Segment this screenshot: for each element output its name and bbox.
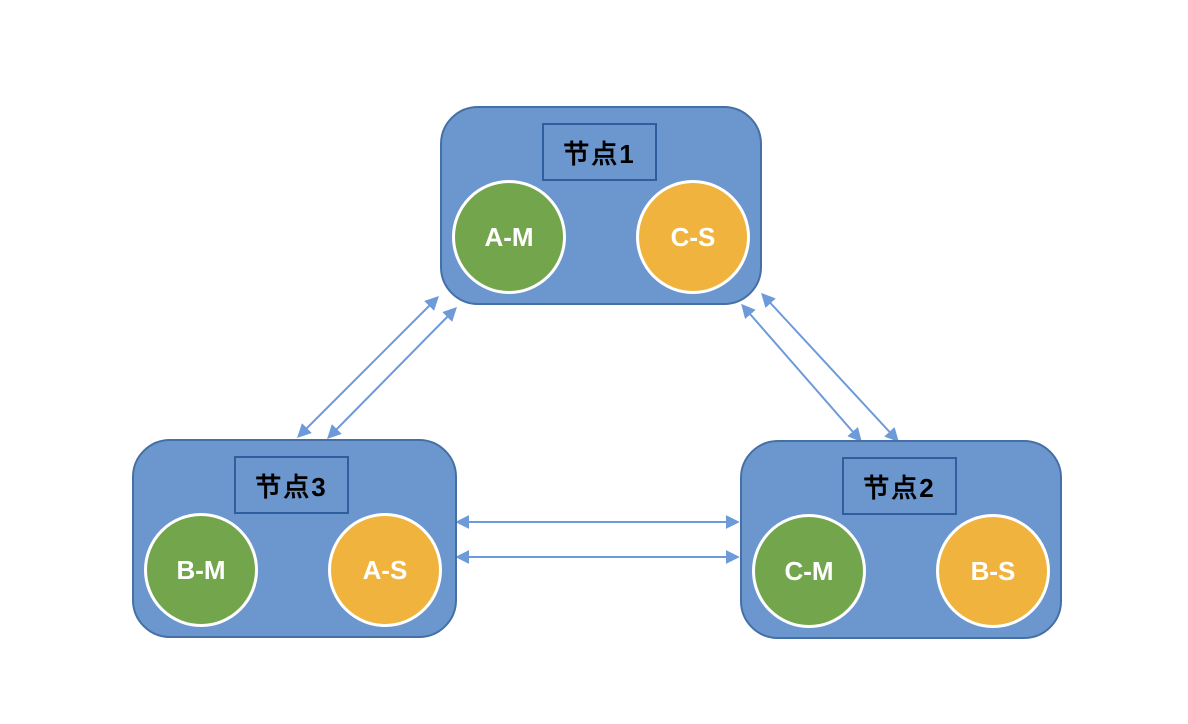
connection-node1-node2-line-a — [741, 303, 862, 443]
node-3-circle-master-label: B-M — [176, 554, 226, 585]
connection-node1-node3-line-b — [327, 307, 457, 439]
node-1-circle-slave-label: C-S — [670, 221, 716, 252]
node-2-circle-master-label: C-M — [784, 555, 834, 586]
node-1-label: 节点1 — [563, 138, 636, 169]
node-1-circle-slave: C-S — [636, 180, 750, 294]
node-1-circle-master-label: A-M — [484, 221, 534, 252]
node-1-circle-master: A-M — [452, 180, 566, 294]
connection-node1-node2-line-b — [761, 292, 899, 443]
node-3-label: 节点3 — [255, 471, 328, 502]
node-3-circle-master: B-M — [144, 513, 258, 627]
node-3-circle-slave-label: A-S — [362, 554, 408, 585]
node-3: 节点3 B-M A-S — [132, 439, 457, 638]
node-2-circle-slave-label: B-S — [970, 555, 1016, 586]
node-1-label-box: 节点1 — [542, 123, 657, 181]
node-2-label-box: 节点2 — [842, 457, 957, 515]
node-2-circle-slave: B-S — [936, 514, 1050, 628]
node-2-circle-master: C-M — [752, 514, 866, 628]
node-2: 节点2 C-M B-S — [740, 440, 1062, 639]
connection-node1-node3-line-a — [297, 296, 439, 438]
node-2-label: 节点2 — [863, 472, 936, 503]
node-3-label-box: 节点3 — [234, 456, 349, 514]
node-1: 节点1 A-M C-S — [440, 106, 762, 305]
node-3-circle-slave: A-S — [328, 513, 442, 627]
